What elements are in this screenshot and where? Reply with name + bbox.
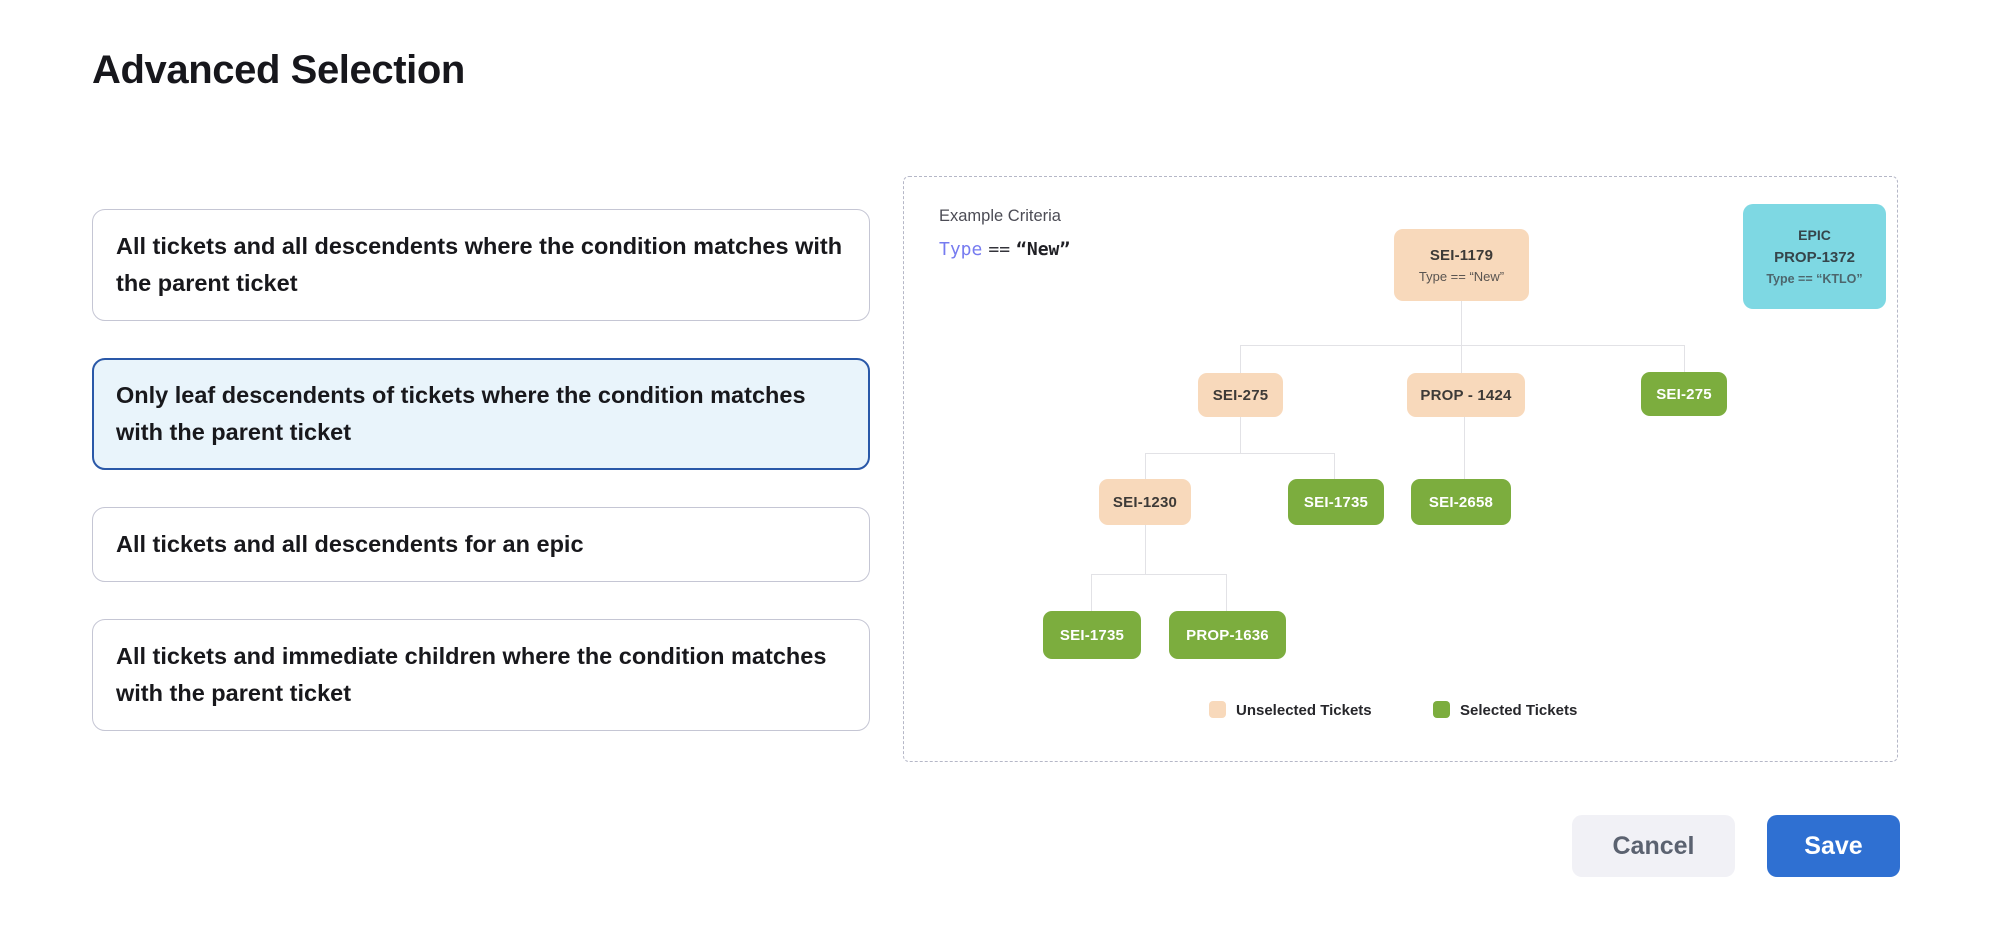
save-button[interactable]: Save <box>1767 815 1900 877</box>
option-leaf-descendents[interactable]: Only leaf descendents of tickets where t… <box>92 358 870 470</box>
tree-connector <box>1226 574 1227 611</box>
tree-node-label: SEI-275 <box>1212 386 1269 404</box>
criteria-field: Type <box>939 239 983 260</box>
tree-connector <box>1240 345 1684 346</box>
tree-node-sei-275-selected: SEI-275 <box>1641 372 1727 416</box>
epic-ticket-id: PROP-1372 <box>1774 249 1855 266</box>
epic-card: EPIC PROP-1372 Type == “KTLO” <box>1743 204 1886 309</box>
tree-node-sei-2658: SEI-2658 <box>1411 479 1511 525</box>
epic-condition: Type == “KTLO” <box>1766 272 1863 286</box>
example-diagram-panel: Example Criteria Type==“New” EPIC PROP-1… <box>903 176 1898 762</box>
tree-node-sei-275-unselected: SEI-275 <box>1198 373 1283 417</box>
option-label: All tickets and immediate children where… <box>116 643 827 706</box>
criteria-operator: == <box>988 239 1011 260</box>
tree-connector <box>1240 345 1241 373</box>
tree-connector <box>1684 345 1685 373</box>
tree-connector <box>1145 453 1334 454</box>
tree-connector <box>1091 574 1226 575</box>
tree-connector <box>1240 417 1241 453</box>
criteria-label: Example Criteria <box>939 207 1061 225</box>
epic-type-label: EPIC <box>1798 227 1831 243</box>
option-epic-descendents[interactable]: All tickets and all descendents for an e… <box>92 507 870 582</box>
option-label: Only leaf descendents of tickets where t… <box>116 382 806 445</box>
tree-node-prop-1636: PROP-1636 <box>1169 611 1286 659</box>
selection-options-list: All tickets and all descendents where th… <box>92 209 870 731</box>
tree-node-sei-1735-leaf: SEI-1735 <box>1043 611 1141 659</box>
tree-connector <box>1334 453 1335 479</box>
criteria-value: “New” <box>1016 239 1071 260</box>
option-label: All tickets and all descendents for an e… <box>116 531 584 557</box>
tree-node-label: SEI-2658 <box>1428 493 1494 511</box>
option-all-descendents[interactable]: All tickets and all descendents where th… <box>92 209 870 321</box>
tree-node-label: SEI-1230 <box>1112 493 1178 511</box>
legend-label-selected: Selected Tickets <box>1460 702 1578 719</box>
page-title: Advanced Selection <box>92 48 465 92</box>
tree-connector <box>1091 574 1092 611</box>
legend-swatch-selected <box>1433 701 1450 718</box>
tree-connector <box>1145 525 1146 574</box>
legend-swatch-unselected <box>1209 701 1226 718</box>
tree-node-label: SEI-1179 <box>1429 246 1494 264</box>
tree-node-prop-1424: PROP - 1424 <box>1407 373 1525 417</box>
tree-connector <box>1461 301 1462 373</box>
tree-node-label: SEI-1735 <box>1059 626 1125 644</box>
criteria-expression: Type==“New” <box>939 239 1070 260</box>
tree-node-label: SEI-275 <box>1656 385 1712 403</box>
option-immediate-children[interactable]: All tickets and immediate children where… <box>92 619 870 731</box>
tree-node-sei-1735: SEI-1735 <box>1288 479 1384 525</box>
tree-connector <box>1464 417 1465 479</box>
cancel-button[interactable]: Cancel <box>1572 815 1735 877</box>
tree-node-sei-1230: SEI-1230 <box>1099 479 1191 525</box>
tree-node-label: SEI-1735 <box>1303 493 1369 511</box>
legend-label-unselected: Unselected Tickets <box>1236 702 1372 719</box>
tree-node-label: PROP - 1424 <box>1420 386 1512 404</box>
tree-node-root: SEI-1179 Type == “New” <box>1394 229 1529 301</box>
tree-connector <box>1145 453 1146 479</box>
option-label: All tickets and all descendents where th… <box>116 233 843 296</box>
tree-node-label: PROP-1636 <box>1186 626 1269 644</box>
tree-node-condition: Type == “New” <box>1418 268 1505 284</box>
